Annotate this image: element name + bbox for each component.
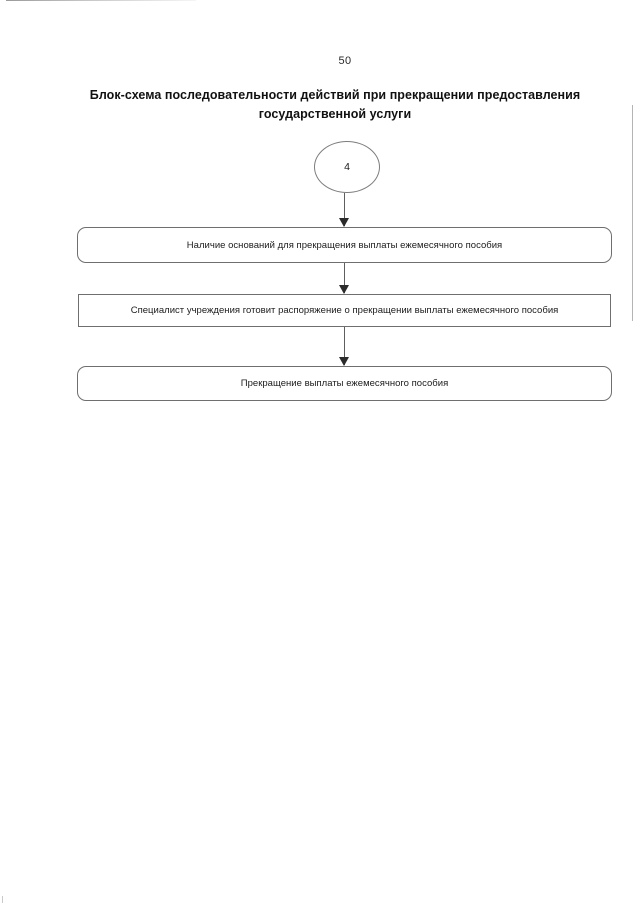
flowchart-node-1: Наличие оснований для прекращения выплат… [77,227,612,263]
flowchart-node-2: Специалист учреждения готовит распоряжен… [78,294,611,327]
arrow-connector-3 [339,327,349,366]
flowchart-node-3-label: Прекращение выплаты ежемесячного пособия [240,378,449,389]
arrow-connector-1 [339,193,349,227]
scan-artifact-top-edge [6,0,196,1]
flowchart-node-1-label: Наличие оснований для прекращения выплат… [186,239,503,251]
page-number: 50 [338,55,352,67]
scan-artifact-bottom-edge [2,896,3,903]
flowchart-node-2-label: Специалист учреждения готовит распоряжен… [130,305,559,316]
page-title: Блок-схема последовательности действий п… [89,88,581,121]
connector-circle-label: 4 [344,161,350,173]
scan-artifact-right-margin-line [632,105,633,321]
flowchart-node-3: Прекращение выплаты ежемесячного пособия [77,366,612,401]
flowchart-connector-circle: 4 [314,141,380,193]
arrow-connector-2 [339,263,349,294]
